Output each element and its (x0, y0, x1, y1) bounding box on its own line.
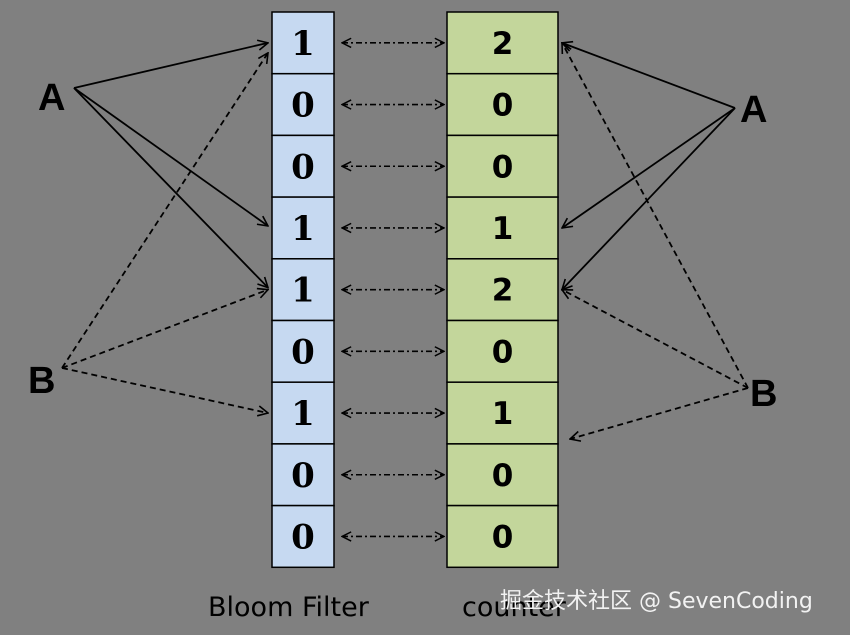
hash-edge-solid (562, 43, 736, 109)
bloom-filter-cell: 0 (271, 504, 335, 569)
right-node-a: A (740, 89, 767, 131)
hash-edge-dashed (61, 367, 268, 413)
bloom-filter-bit: 1 (291, 271, 315, 311)
hash-edge-solid (73, 43, 268, 89)
counter-value: 0 (492, 458, 514, 494)
left-node-b: B (28, 360, 55, 402)
bloom-filter-cell: 0 (271, 443, 335, 507)
counter-value: 1 (492, 211, 514, 247)
bloom-filter-cell: 1 (271, 381, 335, 445)
bloom-filter-cell: 0 (271, 319, 335, 383)
hash-edge-dashed (61, 53, 268, 369)
counter-cell: 1 (446, 381, 559, 445)
counter-value: 2 (492, 273, 514, 309)
hash-edge-solid (73, 87, 268, 226)
bloom-filter-bit: 0 (291, 147, 315, 187)
bloom-filter-bit: 0 (291, 517, 315, 557)
hash-edge-solid (562, 107, 736, 228)
bloom-filter-cell: 1 (271, 11, 335, 75)
bloom-filter-array: 1 0 0 1 1 0 1 0 0 (271, 11, 335, 569)
bloom-filter-cell: 0 (271, 134, 335, 198)
counter-cell: 2 (446, 258, 559, 322)
counter-cell: 1 (446, 196, 559, 260)
counter-value: 0 (492, 334, 514, 370)
hash-edge-dashed (570, 387, 749, 439)
counter-cell: 0 (446, 134, 559, 198)
counter-caption: counter (462, 592, 567, 623)
cell-link-arrows (342, 43, 444, 537)
counter-value: 0 (492, 519, 514, 555)
bloom-filter-cell: 1 (271, 258, 335, 322)
counter-cell: 0 (446, 72, 559, 137)
hash-edge-solid (73, 87, 268, 288)
bloom-filter-cell: 1 (271, 196, 335, 260)
left-node-a: A (38, 77, 65, 119)
counter-cell: 0 (446, 443, 559, 507)
bloom-filter-bit: 0 (291, 86, 315, 126)
counter-cell: 2 (446, 11, 559, 75)
bloom-filter-bit: 1 (291, 24, 315, 64)
counter-value: 2 (492, 26, 514, 62)
bloom-filter-cell: 0 (271, 72, 335, 137)
counter-value: 1 (492, 396, 514, 432)
bloom-filter-caption: Bloom Filter (208, 592, 370, 623)
bloom-filter-bit: 1 (291, 394, 315, 434)
counter-value: 0 (492, 149, 514, 185)
counter-value: 0 (492, 88, 514, 124)
bloom-filter-bit: 1 (291, 209, 315, 249)
counter-array: 2 0 0 1 2 0 1 0 0 (446, 11, 559, 569)
hash-edge-dashed (562, 43, 749, 389)
hash-edge-solid (562, 107, 736, 290)
right-node-b: B (750, 373, 777, 415)
hash-edge-dashed (562, 290, 749, 389)
counter-cell: 0 (446, 319, 559, 383)
bloom-filter-bit: 0 (291, 456, 315, 496)
hash-edge-arrows (61, 43, 749, 439)
bloom-filter-bit: 0 (291, 332, 315, 372)
counter-cell: 0 (446, 504, 559, 569)
hash-edge-dashed (61, 290, 268, 369)
watermark: 掘金技术社区 @ SevenCoding (500, 589, 813, 614)
